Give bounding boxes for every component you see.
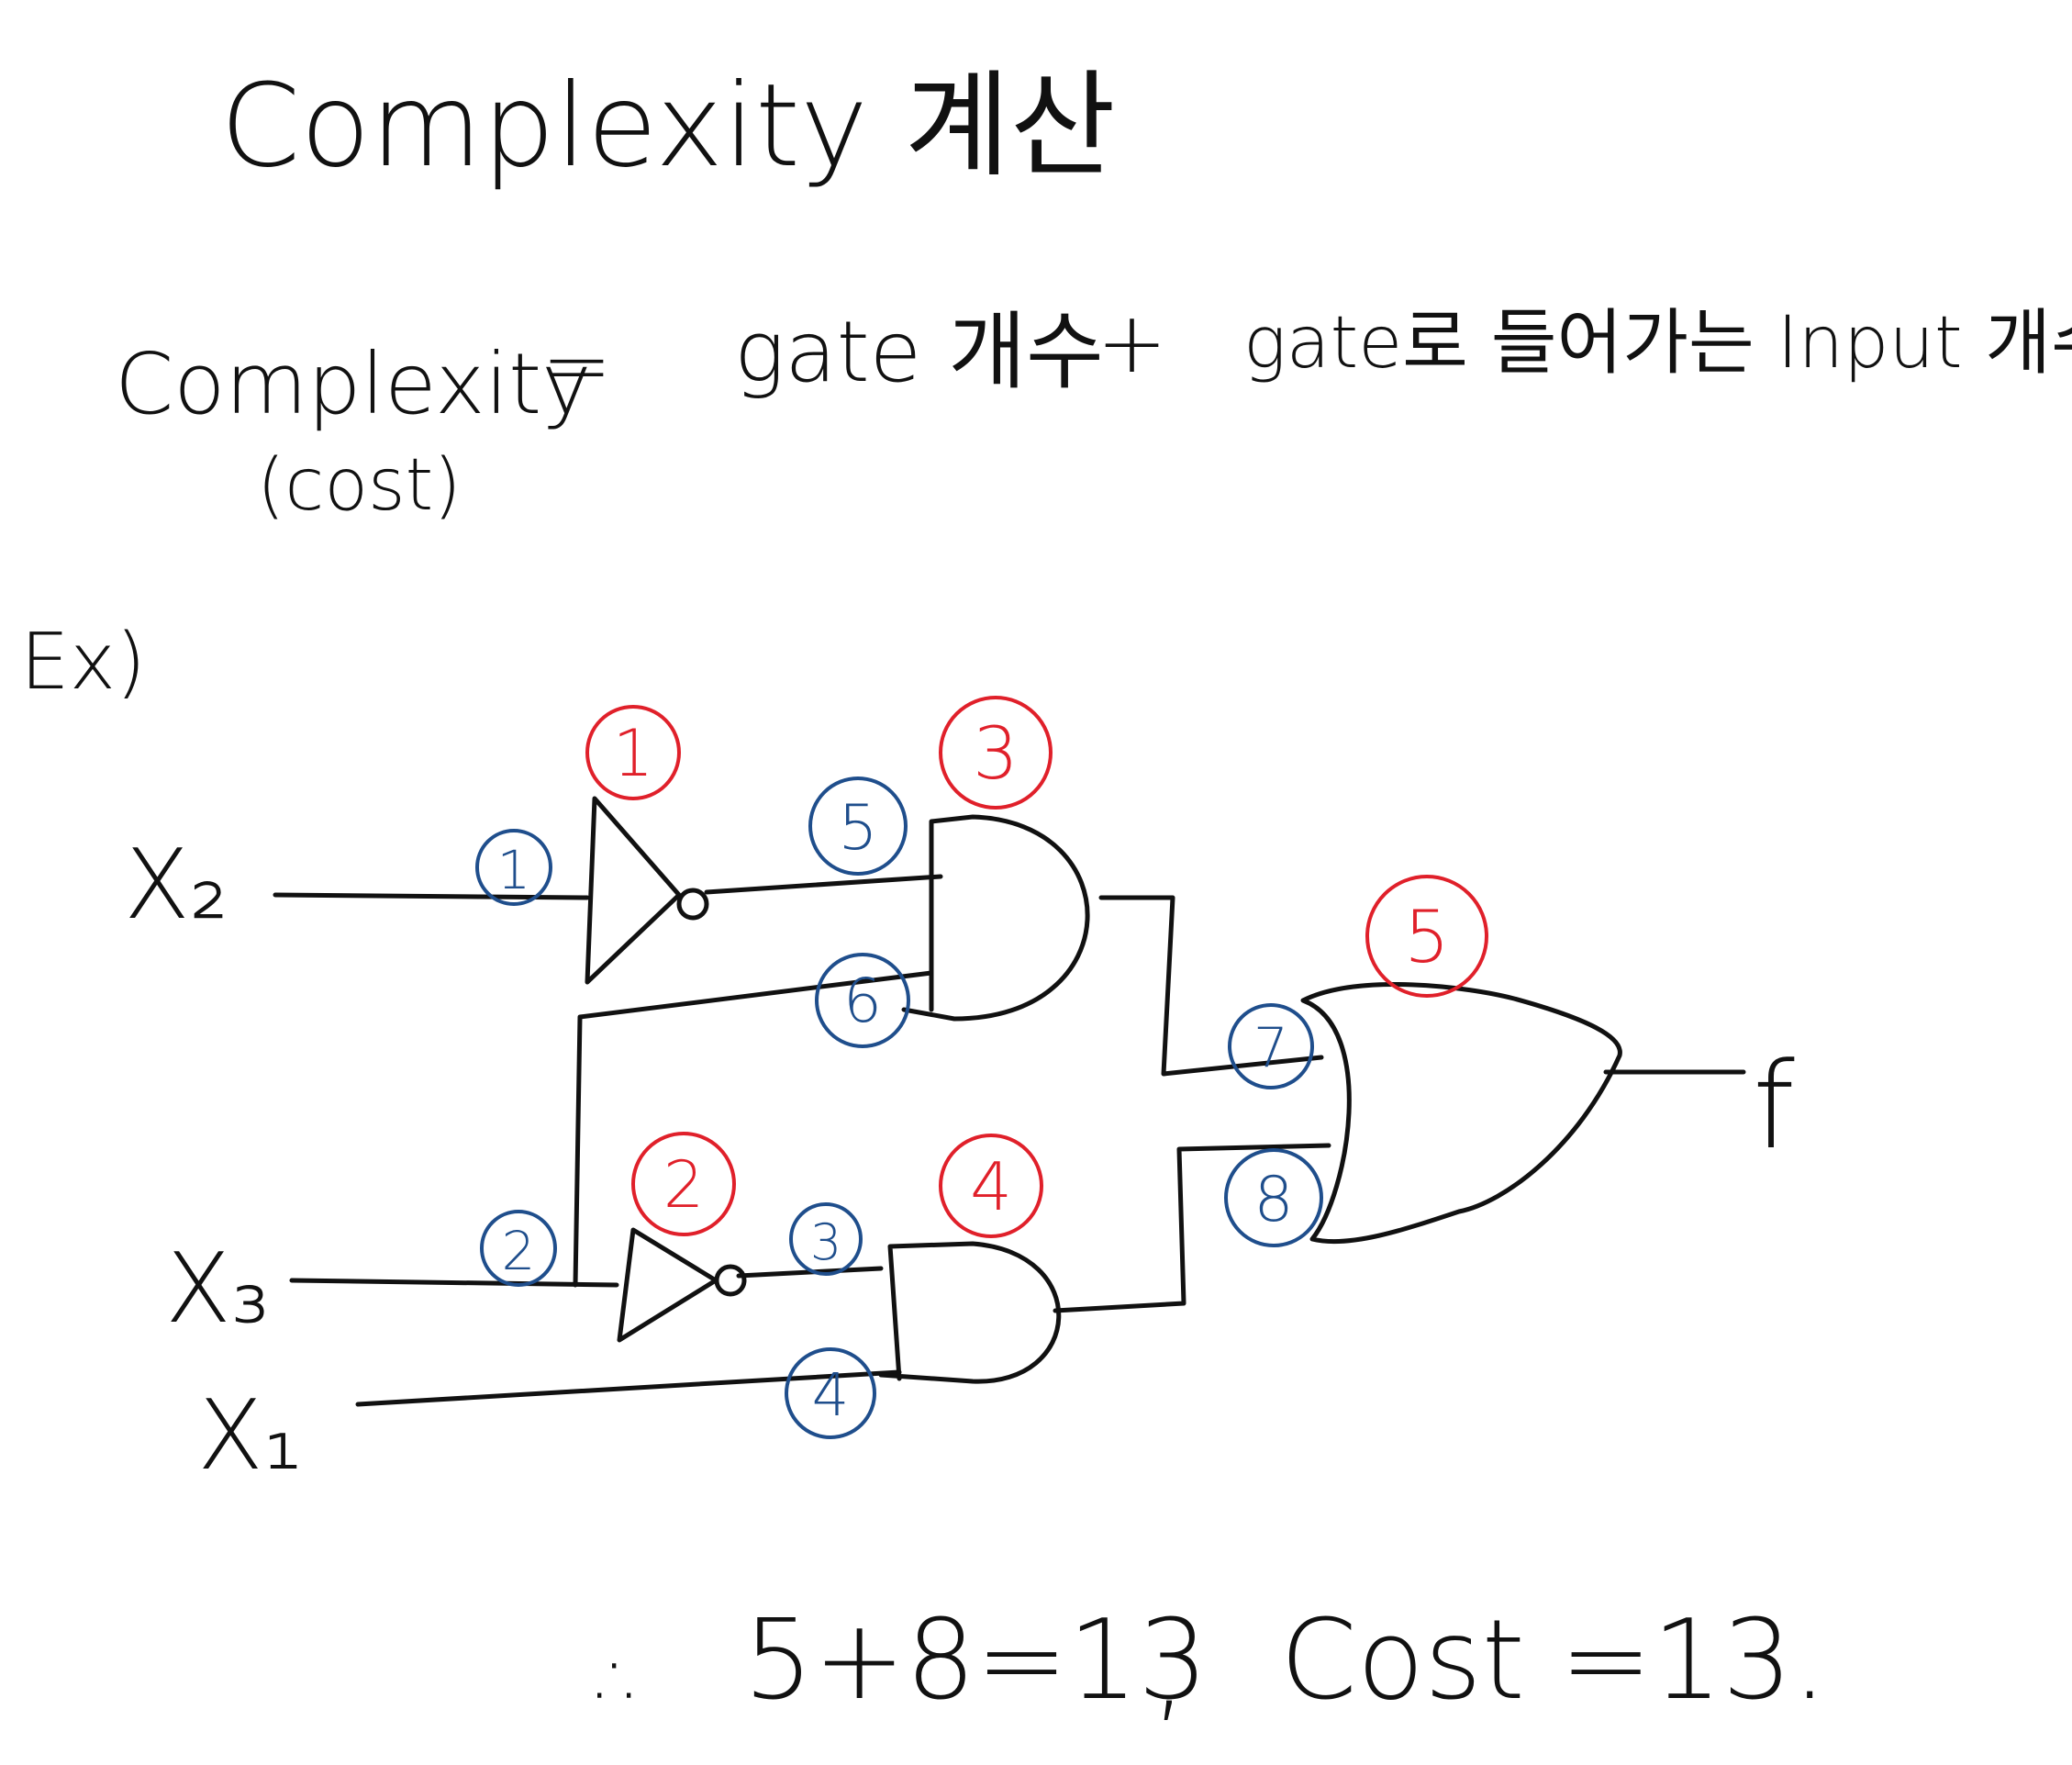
- and-gate-1: [901, 814, 1090, 1022]
- wire-and1-to-or: [1098, 895, 1324, 1077]
- input-count-4: 4: [812, 1362, 850, 1430]
- input-label-x2: X₂: [124, 829, 228, 941]
- input-count-8: 8: [1253, 1164, 1293, 1236]
- wire-not1-to-and1: [704, 874, 943, 895]
- gate-count-2: 2: [663, 1147, 705, 1223]
- wire-x3-to-not2: [289, 1278, 619, 1288]
- input-label-x3: X₃: [165, 1233, 270, 1345]
- gate-count-marker-2: 2: [631, 1132, 736, 1236]
- input-count-marker-7: 7: [1228, 1003, 1314, 1089]
- input-count-marker-4: 4: [785, 1347, 876, 1439]
- example-label: Ex): [20, 617, 146, 708]
- formula-cost-note: (cost): [257, 444, 462, 527]
- result-cost: Cost =13.: [1280, 1597, 1827, 1725]
- input-count-marker-5: 5: [808, 776, 908, 876]
- input-count-marker-6: 6: [815, 953, 910, 1048]
- result-therefore: ∴: [596, 1636, 646, 1726]
- gate-count-4: 4: [970, 1148, 1012, 1225]
- not-gate-2: [617, 1227, 719, 1343]
- output-label-f: f: [1753, 1036, 1795, 1176]
- gate-count-5: 5: [1404, 897, 1450, 979]
- not-gate-2-bubble: [714, 1264, 747, 1297]
- wire-x2-to-not1: [273, 892, 590, 900]
- wire-and2-to-or: [1053, 1143, 1331, 1313]
- gate-count-marker-4: 4: [939, 1134, 1043, 1238]
- formula-input-count: gate로 들어가는 Input 개수: [1243, 302, 2072, 385]
- result-comma: ,: [1152, 1606, 1186, 1734]
- input-label-x1: X₁: [197, 1380, 302, 1491]
- wire-x1-to-and2: [355, 1369, 902, 1407]
- wire-not2-to-and2: [736, 1266, 884, 1279]
- input-count-7: 7: [1253, 1016, 1288, 1080]
- formula-lhs: Complexity: [115, 335, 592, 433]
- not-gate-1-bubble: [676, 888, 709, 921]
- formula-gate-count: gate 개수: [734, 303, 1104, 401]
- input-count-marker-3: 3: [789, 1202, 863, 1276]
- wire-x3-branch-to-and1: [573, 970, 934, 1288]
- input-count-marker-8: 8: [1224, 1148, 1323, 1247]
- and-gate-2: [878, 1241, 1062, 1384]
- input-count-marker-2: 2: [480, 1210, 557, 1287]
- input-count-5: 5: [838, 792, 877, 865]
- formula-plus: +: [1097, 294, 1167, 392]
- gate-count-3: 3: [973, 713, 1019, 796]
- gate-count-marker-5: 5: [1365, 875, 1488, 998]
- input-count-2: 2: [502, 1220, 536, 1282]
- gate-count-marker-1: 1: [585, 705, 681, 800]
- input-count-1: 1: [497, 839, 531, 901]
- input-count-3: 3: [810, 1213, 841, 1271]
- not-gate-1: [585, 796, 682, 985]
- gate-count-1: 1: [613, 716, 654, 791]
- input-count-marker-1: 1: [475, 829, 552, 906]
- or-gate: [1300, 982, 1622, 1245]
- gate-count-marker-3: 3: [939, 696, 1053, 810]
- input-count-6: 6: [843, 966, 882, 1036]
- page-title: Complexity 계산: [220, 60, 1116, 193]
- formula-equals: =: [541, 317, 612, 415]
- result-sum: 5+8=13: [743, 1597, 1208, 1725]
